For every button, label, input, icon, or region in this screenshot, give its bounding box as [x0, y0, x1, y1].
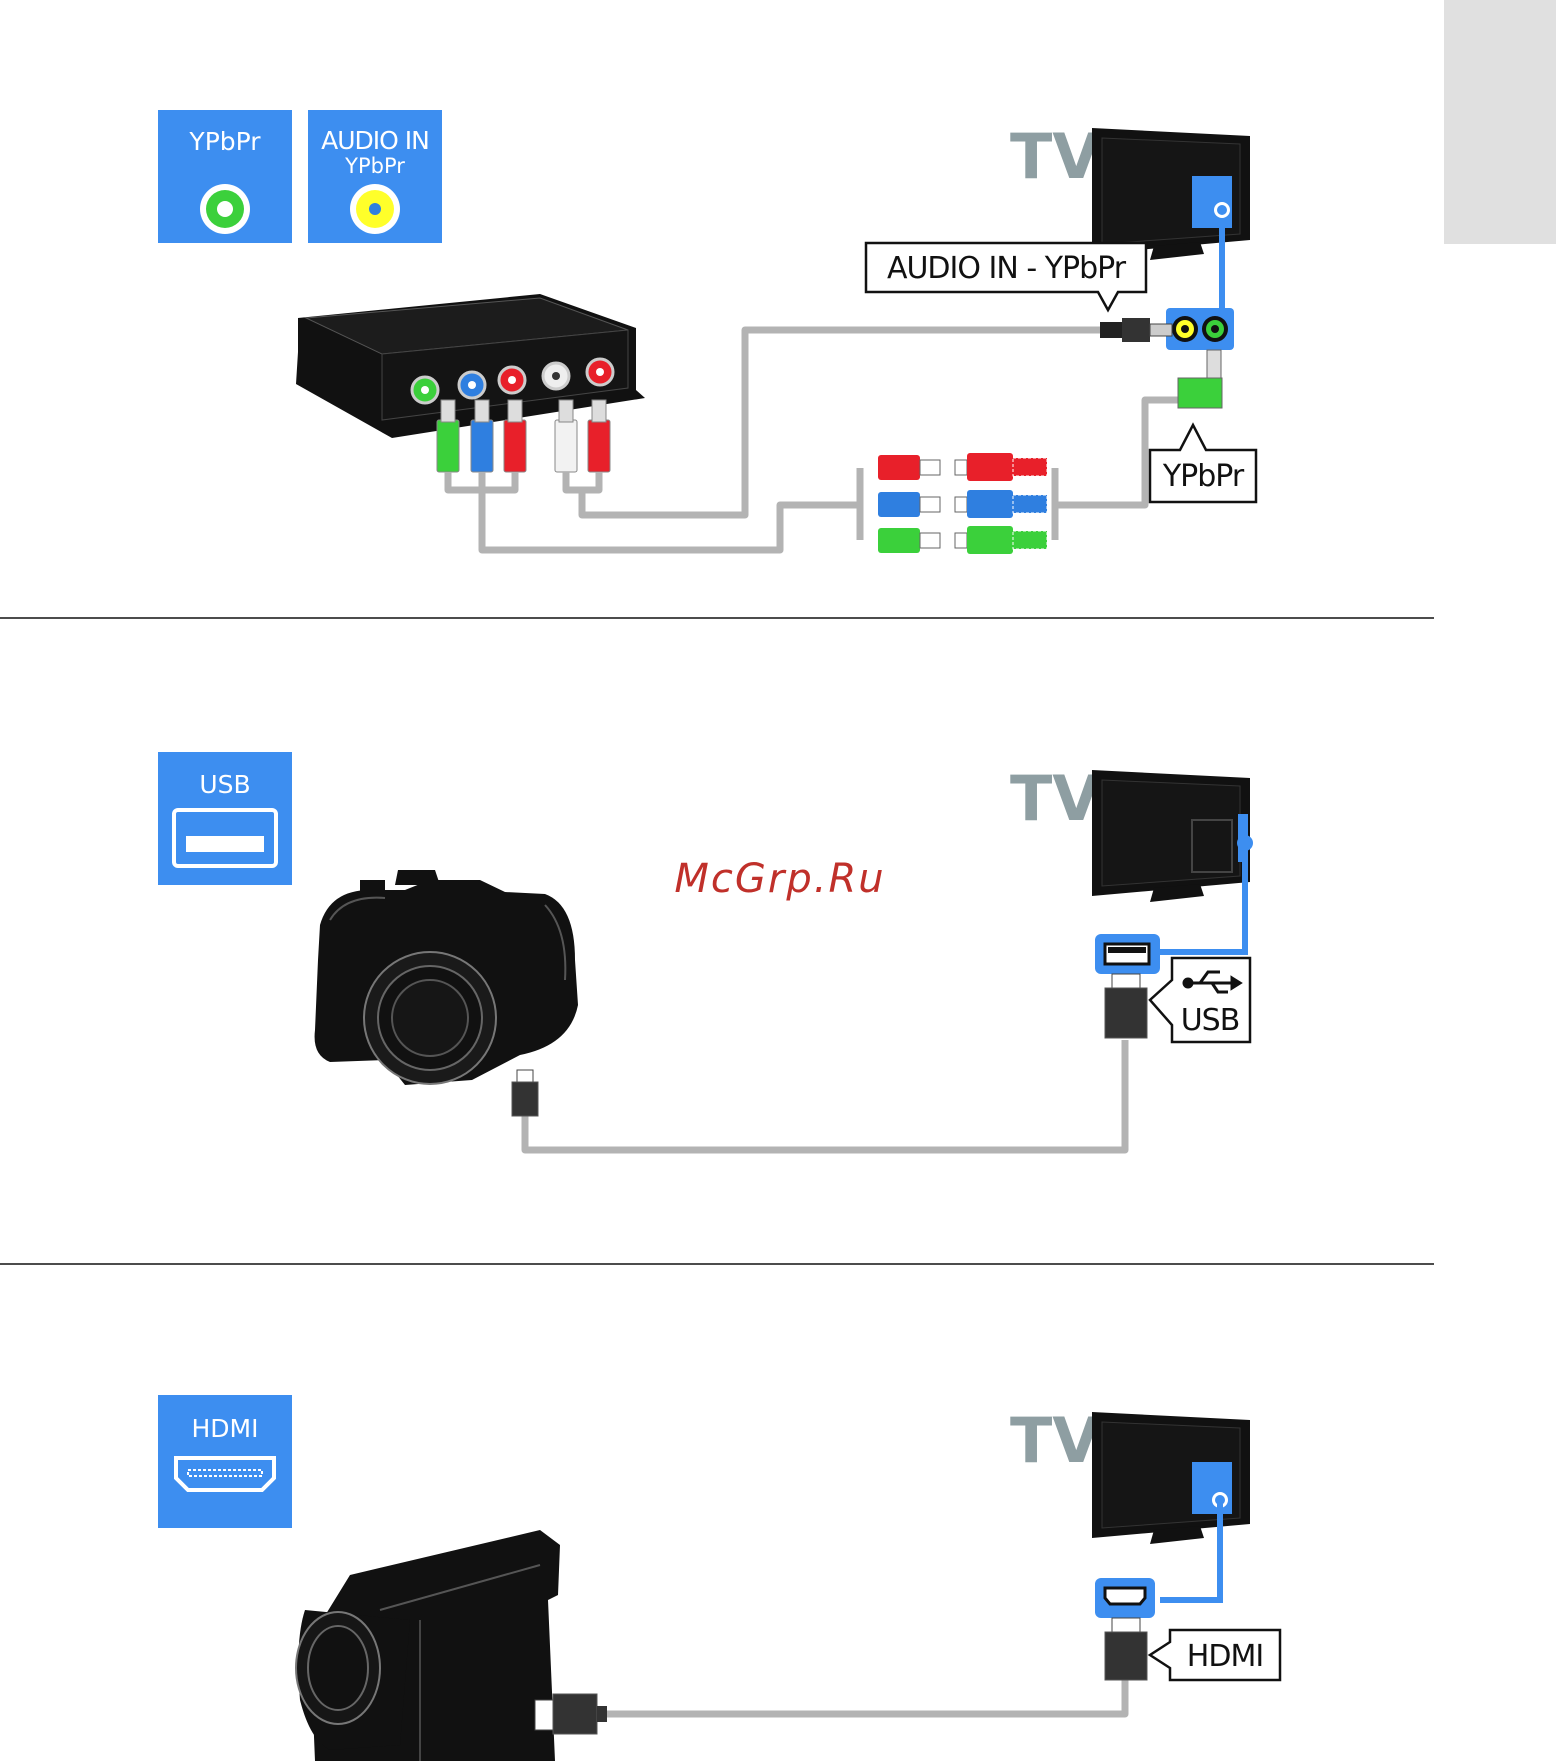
tv-set: [1092, 770, 1250, 902]
section-usb: USB McGrp.Ru TV: [158, 752, 1253, 1150]
badge-usb: USB: [158, 752, 292, 885]
usb-cable: [525, 1040, 1125, 1150]
tv-set: [1092, 128, 1250, 260]
watermark-text: McGrp.Ru: [674, 856, 885, 902]
badge-ypbpr-label: YPbPr: [188, 127, 261, 156]
component-cable-coupler: [878, 453, 1047, 554]
yellow-rca-jack-icon: [350, 184, 400, 234]
badge-hdmi: HDMI: [158, 1395, 292, 1528]
section-ypbpr: YPbPr AUDIO IN YPbPr: [158, 110, 1256, 554]
usb-mini-plug: [512, 1070, 538, 1116]
camcorder-icon: [296, 1530, 560, 1761]
badge-audio-label-line1: AUDIO IN: [321, 126, 429, 155]
audio-jack-plug: [1100, 318, 1172, 342]
badge-audio-in-ypbpr: AUDIO IN YPbPr: [308, 110, 442, 243]
callout-hdmi-text: HDMI: [1187, 1639, 1263, 1674]
digital-camera-icon: [315, 870, 578, 1085]
tv-label: TV: [1010, 120, 1100, 193]
section-hdmi: HDMI TV: [158, 1395, 1280, 1761]
callout-audio-in-ypbpr: AUDIO IN - YPbPr: [866, 243, 1146, 310]
callout-usb-text: USB: [1181, 1003, 1240, 1038]
badge-ypbpr: YPbPr: [158, 110, 292, 243]
tv-label: TV: [1010, 762, 1100, 835]
hdmi-plug-tv: [1105, 1618, 1147, 1680]
tv-hdmi-port: [1095, 1578, 1155, 1618]
callout-hdmi: HDMI: [1150, 1630, 1280, 1680]
badge-usb-label: USB: [199, 770, 250, 799]
page-side-tab: [1444, 0, 1556, 244]
hdmi-plug-camera: [535, 1694, 607, 1734]
tv-set: [1092, 1412, 1250, 1544]
green-video-plug: [1178, 350, 1222, 408]
usb-a-plug: [1105, 974, 1147, 1038]
badge-hdmi-label: HDMI: [192, 1414, 259, 1443]
badge-audio-label-line2: YPbPr: [344, 154, 405, 178]
callout-usb: USB: [1150, 958, 1250, 1042]
tv-label: TV: [1010, 1404, 1100, 1477]
callout-audio-text: AUDIO IN - YPbPr: [887, 251, 1127, 286]
tv-ypbpr-port-panel: [1166, 308, 1234, 350]
green-rca-jack-icon: [200, 184, 250, 234]
hdmi-cable: [605, 1660, 1125, 1714]
callout-ypbpr: YPbPr: [1150, 425, 1256, 502]
callout-ypbpr-text: YPbPr: [1162, 459, 1245, 494]
tv-usb-port: [1095, 934, 1160, 974]
